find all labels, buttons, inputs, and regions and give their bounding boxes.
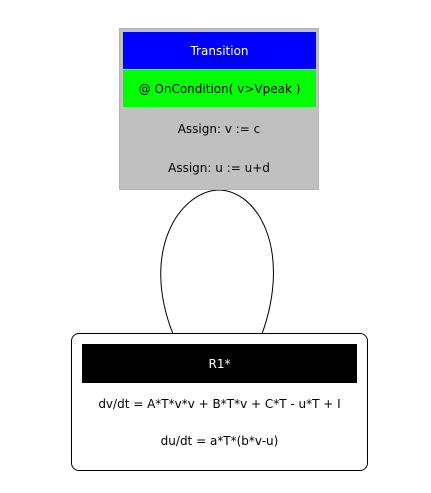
assignment-u: Assign: u := u+d: [168, 161, 270, 175]
equation-dv-dt: dv/dt = A*T*v*v + B*T*v + C*T - u*T + I: [98, 397, 341, 411]
equation-du-dt: du/dt = a*T*(b*v-u): [160, 434, 279, 448]
regime-name: R1*: [82, 344, 357, 383]
transition-node[interactable]: Transition @ OnCondition( v>Vpeak ) Assi…: [119, 28, 319, 190]
regime-node[interactable]: R1* dv/dt = A*T*v*v + B*T*v + C*T - u*T …: [71, 333, 368, 471]
transition-trigger: @ OnCondition( v>Vpeak ): [123, 70, 316, 107]
self-loop-arc: [160, 189, 274, 335]
transition-title: Transition: [123, 32, 316, 69]
assignment-v: Assign: v := c: [177, 122, 261, 136]
